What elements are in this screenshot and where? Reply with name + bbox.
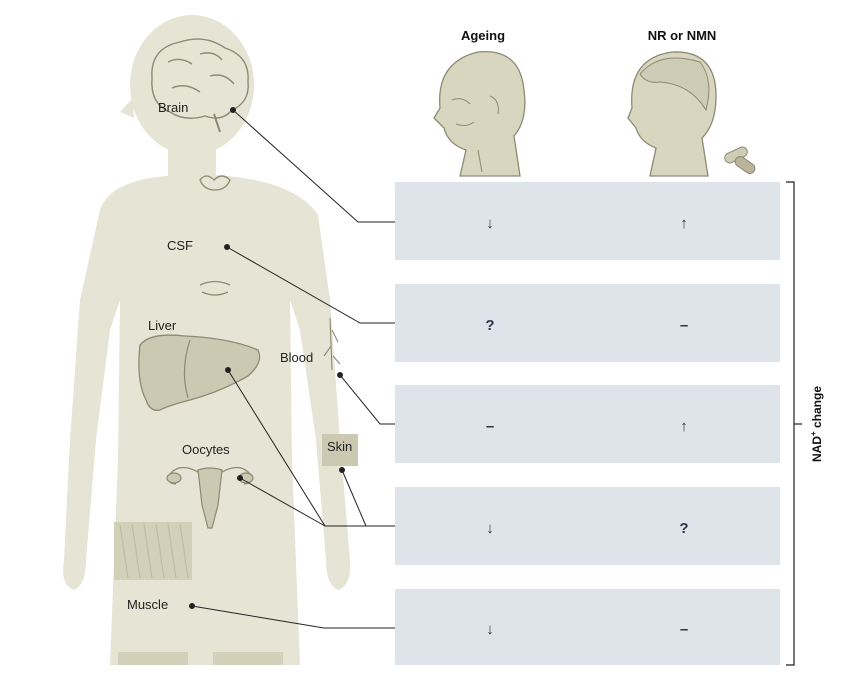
header-nr-nmn: NR or NMN — [648, 28, 717, 43]
header-ageing: Ageing — [461, 28, 505, 43]
liver-lobe-line — [183, 339, 191, 399]
blood-vessels-icon — [323, 317, 341, 371]
value-supplement: ↑ — [680, 418, 688, 435]
thyroid-icon — [199, 175, 231, 191]
value-supplement: ↑ — [680, 215, 688, 232]
label-muscle: Muscle — [127, 597, 168, 612]
value-supplement: ? — [679, 520, 688, 537]
value-supplement: – — [680, 621, 688, 638]
pill-capsules-icon — [724, 146, 756, 174]
label-liver: Liver — [148, 318, 177, 333]
value-supplement: – — [680, 317, 688, 334]
row-brain: ↓ ↑ — [395, 182, 780, 260]
label-csf: CSF — [167, 238, 193, 253]
value-ageing: – — [486, 418, 494, 435]
spine-icon — [199, 280, 231, 296]
brain-icon — [151, 38, 249, 133]
young-head-icon — [627, 51, 717, 177]
value-ageing: ↓ — [486, 520, 494, 537]
connector-lines — [189, 107, 395, 629]
label-oocytes: Oocytes — [182, 442, 230, 457]
label-blood: Blood — [280, 350, 313, 365]
row-liver-skin-oocytes: ↓ ? — [395, 487, 780, 565]
ageing-head-icon — [433, 51, 526, 177]
nad-change-label: NAD+ change — [809, 386, 824, 462]
value-ageing: ? — [485, 317, 494, 334]
row-csf: ? – — [395, 284, 780, 362]
value-ageing: ↓ — [486, 621, 494, 638]
liver-icon — [138, 334, 261, 411]
row-blood: – ↑ — [395, 385, 780, 463]
nad-change-bracket — [786, 181, 802, 666]
row-muscle: ↓ – — [395, 589, 780, 665]
label-skin: Skin — [327, 439, 352, 454]
muscle-icon — [114, 522, 283, 665]
uterus-icon — [166, 466, 254, 529]
skin-patch — [322, 434, 358, 466]
value-ageing: ↓ — [486, 215, 494, 232]
label-brain: Brain — [158, 100, 188, 115]
